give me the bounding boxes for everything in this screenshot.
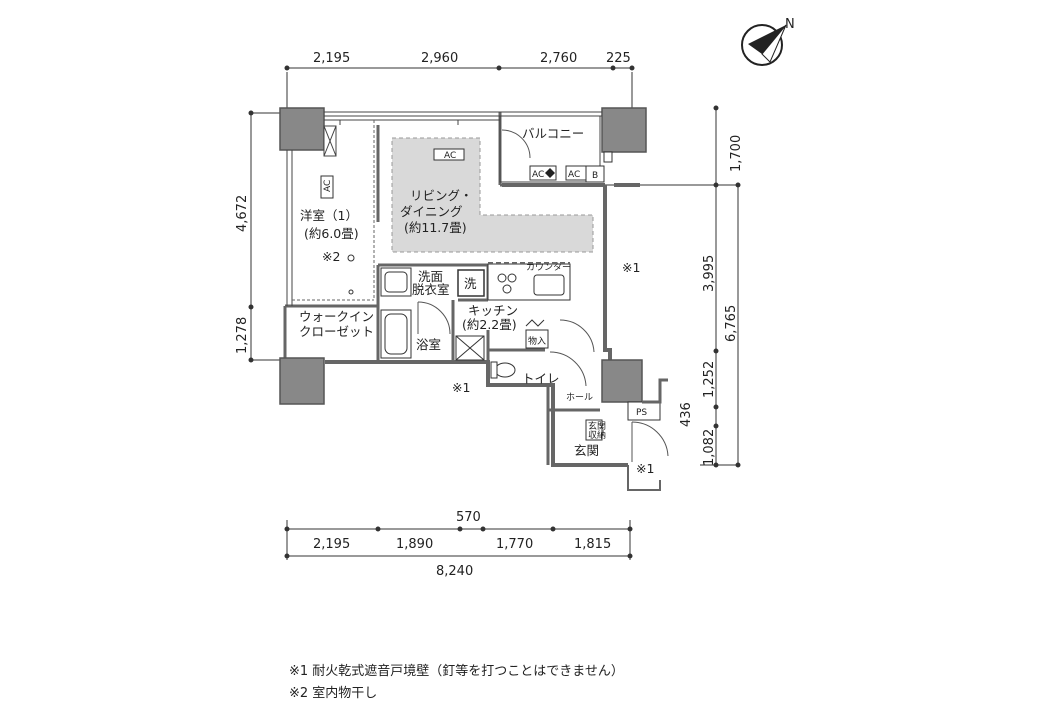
bathroom-label: 浴室 (416, 337, 441, 352)
dim-right-3: 1,252 (702, 361, 717, 398)
shoe-box-label-1: 玄関 (588, 420, 606, 432)
counter-label: カウンター (526, 262, 571, 273)
dim-top-2: 2,960 (421, 51, 458, 66)
footnote-1: ※1 耐火乾式遮音戸境壁（釘等を打つことはできません） (289, 664, 624, 679)
dim-right-total: 6,765 (724, 305, 739, 342)
washroom-label-1: 洗面 (418, 269, 443, 284)
dim-top-3: 2,760 (540, 51, 577, 66)
kitchen-storage-label: 物入 (528, 335, 546, 347)
wic-label-2: クローゼット (299, 324, 374, 339)
ps-label: PS (636, 408, 647, 418)
balcony-door (501, 129, 531, 159)
living-dining-area (391, 137, 594, 253)
bedroom-label: 洋室（1） (300, 208, 358, 223)
pillar-bottom-right (601, 359, 643, 403)
drying-mark-label: ※2 (322, 249, 340, 264)
pillar-bottom-left (279, 357, 325, 405)
pillar-top-right (601, 107, 647, 153)
toilet-label: トイレ (522, 371, 560, 386)
dim-bottom-total: 8,240 (436, 564, 473, 579)
drying-rack-icon (347, 254, 355, 262)
boiler-unit (585, 165, 605, 183)
kitchen-size-label: (約2.2畳) (462, 317, 517, 332)
living-label-2: ダイニング (400, 204, 463, 219)
faucet-icon (603, 151, 613, 163)
shoe-box-label-2: 収納 (588, 429, 606, 441)
dim-right-5: 1,082 (702, 429, 717, 466)
kitchen-label: キッチン (468, 303, 518, 318)
toilet-door (549, 351, 587, 387)
ac-unit-bedroom (320, 175, 334, 199)
shoe-box (585, 419, 603, 441)
kitchen-door (559, 319, 595, 353)
dim-bottom-3: 570 (456, 510, 481, 525)
boiler-label: B (592, 171, 598, 181)
hall-label: ホール (566, 392, 593, 403)
stove-burner-2 (507, 273, 517, 283)
dim-bottom-5: 1,815 (574, 537, 611, 552)
balcony-frame (499, 115, 601, 183)
interior-walls (283, 112, 600, 465)
top-dimension-line (284, 65, 635, 108)
diamond-icon (545, 168, 555, 178)
wall-mark-entrance: ※1 (636, 461, 654, 476)
stove-burner-3 (502, 284, 512, 294)
ac-label-outdoor-1: AC (532, 170, 544, 180)
stove-burner-1 (497, 273, 507, 283)
dim-left-1: 4,672 (235, 195, 250, 232)
exterior-walls (325, 183, 640, 467)
entrance-door (631, 421, 669, 457)
kitchen-storage (525, 329, 549, 349)
washroom-door (417, 301, 451, 335)
pillar-top-left (279, 107, 325, 151)
ac-label-outdoor-2: AC (568, 170, 580, 180)
ac-label-living: AC (444, 151, 456, 161)
entrance-label: 玄関 (574, 443, 599, 458)
wic-label-1: ウォークイン (299, 309, 374, 324)
washroom-label-2: 脱衣室 (412, 282, 450, 297)
dim-top-4: 225 (606, 51, 631, 66)
ac-unit-living (433, 148, 465, 161)
washing-machine-area (457, 269, 485, 297)
dim-right-4: 436 (679, 402, 694, 427)
north-arrow-icon: N (741, 17, 795, 66)
living-size-label: (約11.7畳) (404, 220, 467, 235)
washing-machine-label: 洗 (464, 276, 477, 291)
outlet-icon (348, 289, 354, 295)
dim-top-1: 2,195 (313, 51, 350, 66)
wall-mark-right: ※1 (622, 260, 640, 275)
floor-plan: N 2,195 2,960 2,760 225 4,672 1,278 (235, 17, 795, 579)
ac-label-bedroom: AC (323, 180, 333, 192)
dim-right-1: 1,700 (729, 135, 744, 172)
living-label-1: リビング・ (410, 188, 473, 203)
wall-mark-bottom: ※1 (452, 380, 470, 395)
entrance-bottom-wall (627, 465, 661, 491)
footnote-2: ※2 室内物干し (289, 686, 378, 701)
dim-bottom-4: 1,770 (496, 537, 533, 552)
balcony-label: バルコニー (522, 126, 584, 141)
left-dimension-line (248, 110, 280, 363)
right-dimension-lines (600, 105, 741, 468)
north-label: N (785, 17, 795, 32)
storage-door (525, 319, 545, 327)
dim-left-2: 1,278 (235, 317, 250, 354)
bedroom-size-label: (約6.0畳) (304, 226, 359, 241)
dim-right-2: 3,995 (702, 255, 717, 292)
kitchen-sink (533, 274, 565, 296)
dim-bottom-2: 1,890 (396, 537, 433, 552)
entrance-outer-wall (642, 378, 668, 404)
dim-bottom-1: 2,195 (313, 537, 350, 552)
bathtub (380, 309, 412, 359)
toilet-bowl (494, 362, 516, 378)
bottom-dimension-lines (284, 520, 633, 560)
